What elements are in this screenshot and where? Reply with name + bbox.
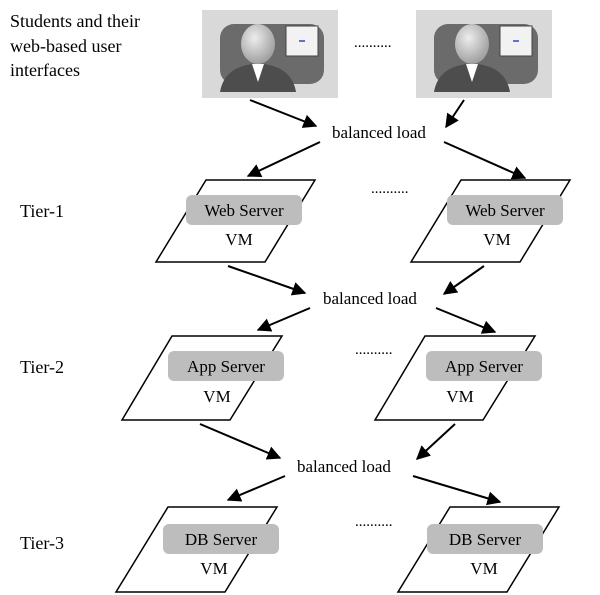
arrow-load-to-db-2 — [412, 475, 502, 506]
vm-label: VM — [225, 230, 252, 249]
tier-1-label: Tier-1 — [20, 201, 64, 221]
arrow-web-2-to-load — [442, 265, 485, 295]
arrow-load-to-web-2 — [443, 141, 527, 180]
db-server-label-2: DB Server — [449, 530, 522, 549]
vm-label: VM — [483, 230, 510, 249]
db-server-vm-1: DB Server VM — [114, 506, 279, 593]
arrow-load-to-web-1 — [246, 141, 321, 177]
arrow-web-1-to-load — [227, 265, 307, 296]
tier-3-label: Tier-3 — [20, 533, 64, 553]
app-server-vm-1: App Server VM — [120, 335, 284, 421]
arrow-load-to-db-1 — [226, 475, 286, 502]
vm-label: VM — [203, 387, 230, 406]
arrow-student-1-to-load — [249, 99, 318, 128]
arrow-app-1-to-load — [199, 423, 282, 460]
ellipsis-tier-2: .......... — [355, 342, 393, 358]
web-server-label-1: Web Server — [204, 201, 284, 220]
vm-label: VM — [470, 559, 497, 578]
tier-2-label: Tier-2 — [20, 357, 64, 377]
web-server-vm-1: Web Server VM — [154, 179, 317, 263]
arrow-load-to-app-1 — [256, 307, 311, 332]
ellipsis-tier-3: .......... — [355, 514, 393, 530]
arrow-load-to-app-2 — [435, 307, 497, 334]
app-server-label-1: App Server — [187, 357, 265, 376]
students-caption: Students and their web-based user interf… — [10, 11, 144, 80]
student-icon-2 — [416, 10, 552, 98]
balanced-load-label-2: balanced load — [323, 289, 417, 308]
balanced-load-label-3: balanced load — [297, 457, 391, 476]
arrow-app-2-to-load — [415, 423, 456, 460]
web-server-label-2: Web Server — [465, 201, 545, 220]
app-server-label-2: App Server — [445, 357, 523, 376]
app-server-vm-2: App Server VM — [373, 335, 542, 421]
db-server-label-1: DB Server — [185, 530, 258, 549]
ellipsis-students: .......... — [354, 35, 392, 51]
arrow-student-2-to-load — [445, 99, 465, 129]
vm-label: VM — [446, 387, 473, 406]
db-server-vm-2: DB Server VM — [396, 506, 561, 593]
balanced-load-label-1: balanced load — [332, 123, 426, 142]
student-icon-1 — [202, 10, 338, 98]
ellipsis-tier-1: .......... — [371, 181, 409, 197]
vm-label: VM — [200, 559, 227, 578]
web-server-vm-2: Web Server VM — [409, 179, 572, 263]
